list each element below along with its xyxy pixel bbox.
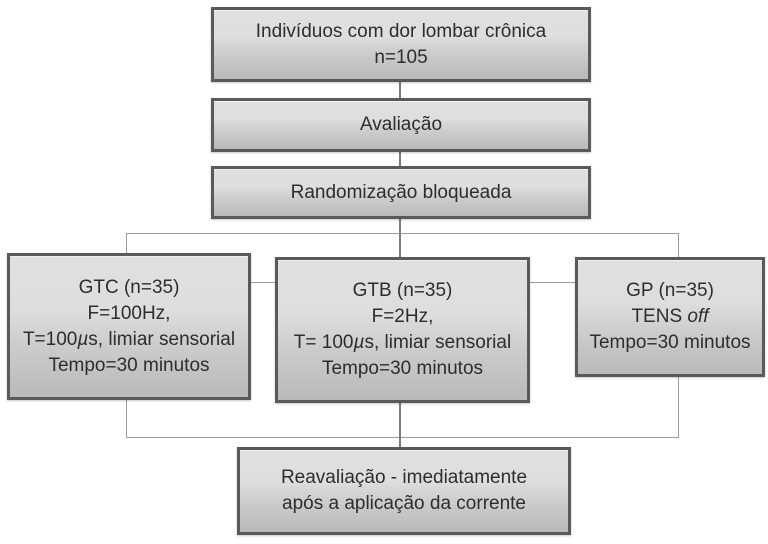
box-gp-line2: TENS off (631, 304, 708, 330)
box-gp-line3: Tempo=30 minutos (589, 332, 751, 353)
box-gtb-line3-pre: T= 100 (293, 332, 354, 353)
box-gtc-line3-post: s, limiar sensorial (88, 328, 236, 350)
box-gtb-line1: GTB (n=35) (352, 280, 453, 301)
box-reavaliacao-line1: Reavaliação - imediatamente (280, 467, 528, 488)
connector-randomizacao-gtb (399, 218, 401, 259)
box-gtb-line4: Tempo=30 minutos (321, 358, 484, 379)
box-gtb-line3: T= 100µs, limiar sensorial (294, 330, 511, 356)
connector-branch-top-left-drop (126, 233, 127, 255)
box-gtb-line2: F=2Hz, (371, 306, 434, 327)
mu-symbol: µ (77, 328, 89, 350)
box-reavaliacao: Reavaliação - imediatamente após a aplic… (237, 447, 571, 535)
connector-avaliacao-randomizacao (399, 151, 401, 167)
box-individuals-line2: n=105 (374, 46, 428, 68)
box-gtb: GTB (n=35) F=2Hz, T= 100µs, limiar senso… (275, 257, 530, 403)
box-gtc-line4: Tempo=30 minutos (48, 354, 210, 376)
box-randomizacao-label: Randomização bloqueada (290, 181, 512, 203)
connector-gtc-gtb-horizontal (248, 282, 278, 283)
box-gtb-line3-post: s, limiar sensorial (364, 332, 512, 353)
box-avaliacao: Avaliação (211, 98, 591, 152)
connector-gtb-reavaliacao (399, 400, 401, 448)
tens-off-italic: off (687, 306, 709, 327)
box-gp: GP (n=35) TENS off Tempo=30 minutos (575, 257, 765, 377)
box-reavaliacao-line2: após a aplicação da corrente (282, 493, 526, 514)
box-gtc-line3: T=100µs, limiar sensorial (23, 327, 235, 353)
connector-branch-bottom-horizontal (126, 437, 679, 438)
box-individuals: Indivíduos com dor lombar crônica n=105 (211, 7, 591, 82)
connector-individuals-avaliacao (399, 81, 401, 99)
box-gtc-line1: GTC (n=35) (78, 276, 180, 298)
box-gtc: GTC (n=35) F=100Hz, T=100µs, limiar sens… (7, 253, 251, 400)
connector-branch-top-horizontal (126, 233, 679, 234)
box-individuals-line1: Indivíduos com dor lombar crônica (255, 20, 547, 42)
connector-branch-top-right-drop (678, 233, 679, 259)
box-randomizacao: Randomização bloqueada (211, 166, 591, 219)
box-avaliacao-label: Avaliação (359, 114, 443, 135)
connector-gtb-gp-horizontal (528, 282, 578, 283)
mu-symbol: µ (353, 332, 365, 353)
box-gtc-line2: F=100Hz, (87, 302, 171, 324)
connector-gtc-bottom-drop (126, 398, 127, 438)
box-gtc-line3-pre: T=100 (22, 328, 78, 350)
connector-gp-bottom-drop (678, 375, 679, 438)
box-gp-line2-pre: TENS (631, 306, 688, 327)
box-gp-line1: GP (n=35) (626, 280, 714, 301)
